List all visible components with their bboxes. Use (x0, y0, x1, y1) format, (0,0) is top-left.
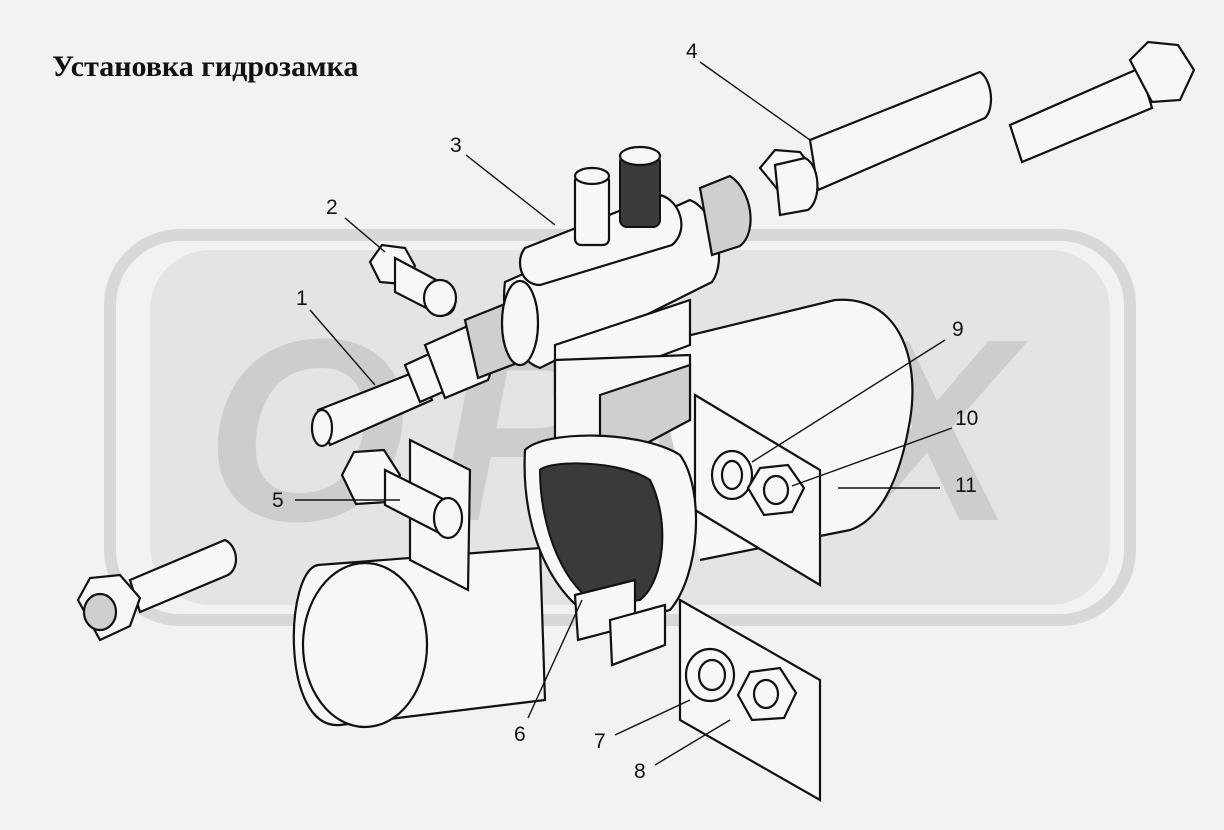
callout-11: 11 (955, 474, 977, 497)
clamp-bolt (340, 448, 464, 540)
callout-1: 1 (296, 287, 308, 310)
callout-8: 8 (634, 760, 646, 783)
page-title: Установка гидрозамка (52, 50, 359, 83)
callout-3: 3 (450, 134, 462, 157)
callout-2: 2 (326, 196, 338, 219)
callout-7: 7 (594, 730, 606, 753)
callout-labels: 1 2 3 4 5 6 7 8 9 10 11 (272, 40, 978, 783)
hydrolock-body (500, 145, 752, 370)
union-nut (368, 243, 458, 318)
spare-bolt (76, 538, 237, 642)
callout-6: 6 (514, 723, 526, 746)
callout-10: 10 (955, 407, 978, 430)
callout-5: 5 (272, 489, 284, 512)
leader-lines (295, 61, 953, 766)
callout-4: 4 (686, 40, 698, 63)
clamp-bracket (523, 298, 698, 667)
fasteners (684, 449, 806, 722)
frame-tube (292, 298, 914, 729)
long-bolt (758, 40, 1196, 217)
callout-9: 9 (952, 318, 964, 341)
